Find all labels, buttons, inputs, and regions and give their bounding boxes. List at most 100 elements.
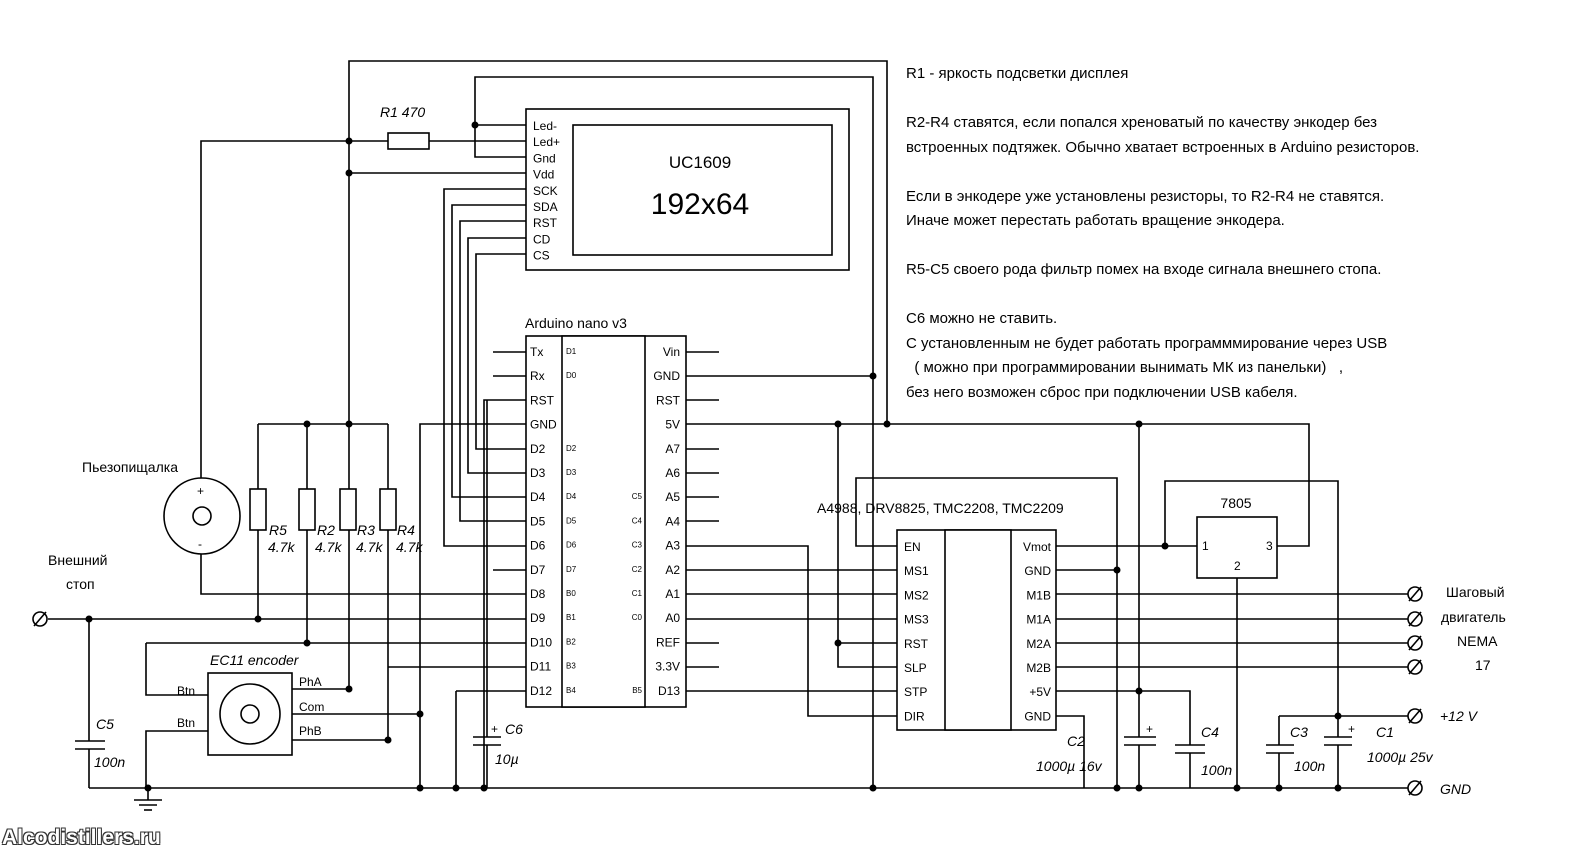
arduino-port-label: C2	[632, 565, 643, 574]
junction-dot	[834, 639, 842, 647]
arduino-left-pin: D11	[530, 660, 551, 674]
note-line: R1 - яркость подсветки дисплея	[906, 65, 1129, 82]
driver-right-pin: GND	[1024, 564, 1051, 578]
driver-chip	[944, 529, 1012, 731]
wire	[443, 188, 526, 547]
driver-left-pin: STP	[904, 685, 927, 699]
lcd-pin-label: Led+	[533, 135, 560, 149]
junction-dot	[345, 137, 353, 145]
lcd-pin-label: SDA	[533, 200, 558, 214]
arduino-left-pin: D4	[530, 490, 546, 504]
arduino-left-pin: D2	[530, 442, 546, 456]
note-line: C6 можно не ставить.	[906, 310, 1058, 327]
arduino-left-pin: Tx	[530, 345, 543, 359]
terminal-connector	[1407, 586, 1423, 602]
junction-dot	[384, 736, 392, 744]
r4-value: 4.7k	[396, 539, 423, 555]
c1-value: 1000µ 25v	[1367, 749, 1434, 765]
arduino-right-pin: RST	[656, 393, 681, 407]
arduino-left-pin: GND	[530, 418, 557, 432]
arduino-right-pin: A6	[665, 466, 680, 480]
r3-value: 4.7k	[356, 539, 383, 555]
wire	[837, 424, 897, 644]
arduino-left-pin: Rx	[530, 369, 545, 383]
arduino-chip	[561, 335, 646, 708]
junction-dot	[1161, 542, 1169, 550]
encoder-name: EC11 encoder	[210, 652, 300, 668]
note-line: без него возможен сброс при подключении …	[906, 383, 1298, 401]
regulator-name: 7805	[1220, 495, 1251, 511]
motor-label-line4: 17	[1475, 657, 1491, 673]
c3-label: C3	[1290, 724, 1308, 740]
wire	[474, 76, 874, 788]
encoder-com: Com	[299, 700, 324, 714]
wire	[1056, 715, 1085, 788]
wire	[1056, 690, 1191, 745]
arduino-left-pin: D7	[530, 563, 546, 577]
junction-dot	[1135, 687, 1143, 695]
encoder-btn2: Btn	[177, 716, 195, 730]
arduino-right-pin: A0	[665, 611, 680, 625]
resistor-r4	[379, 488, 397, 531]
lcd-resolution-label: 192x64	[651, 188, 749, 221]
wire	[467, 237, 526, 474]
svg-text:+: +	[1348, 722, 1355, 736]
resistor-r2	[298, 488, 316, 531]
arduino-port-label: C5	[632, 492, 643, 501]
gnd-label: GND	[1440, 781, 1471, 797]
c1-label: C1	[1376, 724, 1394, 740]
driver-right-pin: M1A	[1026, 613, 1051, 627]
arduino-right-pin: D13	[658, 684, 680, 698]
r1-label: R1 470	[380, 104, 425, 120]
arduino-port-label: D3	[566, 468, 577, 477]
c3-value: 100n	[1294, 758, 1325, 774]
junction-dot	[883, 420, 891, 428]
arduino-port-label: D5	[566, 516, 577, 525]
encoder-btn1: Btn	[177, 684, 195, 698]
junction-dot	[1135, 784, 1143, 792]
note-line: ( можно при программировании вынимать МК…	[906, 359, 1344, 376]
buzzer-minus: -	[198, 537, 202, 551]
arduino-right-pin: REF	[656, 635, 680, 649]
arduino-right-pin: GND	[653, 369, 680, 383]
arduino-right-pin: 3.3V	[655, 660, 680, 674]
encoder-pha: PhA	[299, 675, 322, 689]
stop-label-line2: стоп	[66, 576, 95, 592]
junction-dot	[345, 169, 353, 177]
wire	[1164, 480, 1339, 737]
arduino-port-label: B0	[566, 589, 576, 598]
arduino-right-pin: 5V	[665, 418, 680, 432]
driver-title: A4988, DRV8825, TMC2208, TMC2209	[817, 500, 1064, 516]
arduino-left-pin: D3	[530, 466, 546, 480]
watermark-logo: Alcodistillers.ru	[2, 826, 161, 849]
arduino-port-label: B1	[566, 613, 576, 622]
motor-label-line3: NEMA	[1457, 633, 1498, 649]
arduino-left-pin: D12	[530, 684, 552, 698]
wires	[48, 60, 1411, 789]
terminal-connector	[1407, 611, 1423, 627]
regulator-7805	[1196, 516, 1278, 579]
stop-label-line1: Внешний	[48, 552, 107, 568]
arduino-right-pin: A7	[665, 442, 680, 456]
arduino-left-pin: D5	[530, 514, 546, 528]
motor-label-line2: двигатель	[1441, 609, 1506, 625]
r5-label: R5	[269, 522, 287, 538]
resistor-r1	[387, 132, 430, 150]
note-line: R2-R4 ставятся, если попался хреноватый …	[906, 114, 1378, 131]
wire	[474, 125, 526, 158]
terminals	[32, 586, 1423, 796]
junction-dot	[345, 685, 353, 693]
junction-dots	[85, 121, 1342, 792]
arduino-right-pin: A4	[665, 514, 680, 528]
design-notes: R1 - яркость подсветки дисплея R2-R4 ста…	[906, 62, 1556, 405]
lcd-pin-label: Gnd	[533, 151, 556, 165]
note-line	[906, 87, 1556, 112]
junction-dot	[480, 784, 488, 792]
junction-dot	[869, 784, 877, 792]
components: UC1609 192x64 Led-Led+GndVddSCKSDARSTCDC…	[48, 104, 1506, 811]
note-line: С установленным не будет работать програ…	[906, 334, 1388, 352]
lcd-screen	[572, 124, 833, 256]
arduino-port-label: C1	[632, 589, 643, 598]
driver-left-pin: DIR	[904, 709, 925, 723]
regulator-pin1: 1	[1202, 539, 1209, 553]
